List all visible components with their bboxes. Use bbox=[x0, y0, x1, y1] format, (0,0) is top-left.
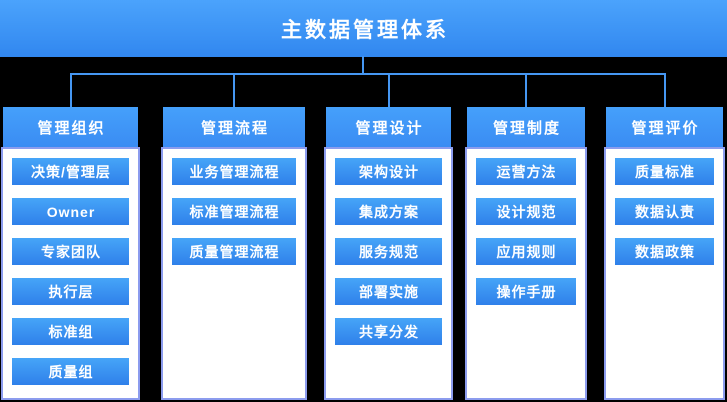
column-panel: 架构设计集成方案服务规范部署实施共享分发 bbox=[324, 147, 453, 400]
column-item: 集成方案 bbox=[335, 198, 442, 225]
column-header: 管理制度 bbox=[467, 107, 585, 147]
column-header-label: 管理制度 bbox=[492, 119, 561, 137]
column-header: 管理流程 bbox=[163, 107, 305, 147]
connector-drop bbox=[70, 73, 72, 107]
column-item: 决策/管理层 bbox=[12, 158, 129, 185]
column-header: 管理设计 bbox=[326, 107, 451, 147]
column-item: 质量管理流程 bbox=[172, 238, 296, 265]
column-panel: 业务管理流程标准管理流程质量管理流程 bbox=[161, 147, 307, 400]
column-item: 架构设计 bbox=[335, 158, 442, 185]
column-item: 数据政策 bbox=[615, 238, 714, 265]
column-item: 专家团队 bbox=[12, 238, 129, 265]
column-item: 质量标准 bbox=[615, 158, 714, 185]
connector-drop bbox=[525, 73, 527, 107]
column-item-label: 服务规范 bbox=[359, 243, 419, 260]
connector-stem bbox=[362, 56, 364, 74]
column-item-label: 集成方案 bbox=[359, 203, 419, 220]
column-item-label: 质量管理流程 bbox=[189, 243, 280, 260]
column-header-label: 管理评价 bbox=[631, 119, 700, 137]
column-header: 管理评价 bbox=[606, 107, 723, 147]
column-header-label: 管理流程 bbox=[200, 119, 269, 137]
column-item: 执行层 bbox=[12, 278, 129, 305]
column-item: 服务规范 bbox=[335, 238, 442, 265]
column-panel: 决策/管理层 Owner 专家团队执行层标准组质量组 bbox=[1, 147, 140, 400]
column-panel: 运营方法设计规范应用规则操作手册 bbox=[465, 147, 587, 400]
column-item: 共享分发 bbox=[335, 318, 442, 345]
column-2: 管理流程业务管理流程标准管理流程质量管理流程 bbox=[161, 107, 307, 400]
column-item: 数据认责 bbox=[615, 198, 714, 225]
column-item-label: 标准管理流程 bbox=[189, 203, 280, 220]
column-item: 应用规则 bbox=[476, 238, 576, 265]
connector-drop bbox=[388, 73, 390, 107]
column-1: 管理组织决策/管理层 Owner 专家团队执行层标准组质量组 bbox=[1, 107, 140, 400]
column-item: 标准管理流程 bbox=[172, 198, 296, 225]
column-header: 管理组织 bbox=[3, 107, 138, 147]
column-panel: 质量标准数据认责数据政策 bbox=[604, 147, 725, 400]
column-item-label: 执行层 bbox=[48, 283, 94, 300]
column-item-label: 业务管理流程 bbox=[189, 163, 280, 180]
column-item: 标准组 bbox=[12, 318, 129, 345]
column-item: Owner bbox=[12, 198, 129, 225]
column-item-label: 设计规范 bbox=[496, 203, 557, 220]
column-item-label: 数据认责 bbox=[635, 203, 695, 220]
column-item: 设计规范 bbox=[476, 198, 576, 225]
column-item: 操作手册 bbox=[476, 278, 576, 305]
column-item-label: 应用规则 bbox=[496, 243, 557, 260]
column-header-label: 管理组织 bbox=[37, 119, 106, 137]
column-item-label: 专家团队 bbox=[41, 243, 101, 260]
column-item-label: 部署实施 bbox=[359, 283, 419, 300]
connector-drop bbox=[664, 73, 666, 107]
column-item-label: 标准组 bbox=[48, 323, 94, 340]
chart-title: 主数据管理体系 bbox=[281, 18, 449, 42]
column-item: 质量组 bbox=[12, 358, 129, 385]
column-header-label: 管理设计 bbox=[355, 119, 424, 137]
column-4: 管理制度运营方法设计规范应用规则操作手册 bbox=[465, 107, 587, 400]
column-item-label: 质量组 bbox=[48, 363, 94, 380]
column-item: 运营方法 bbox=[476, 158, 576, 185]
column-item-label: 操作手册 bbox=[496, 283, 557, 300]
column-item: 业务管理流程 bbox=[172, 158, 296, 185]
column-item-label: 决策/管理层 bbox=[31, 163, 111, 180]
column-item-label: 架构设计 bbox=[359, 163, 419, 180]
connector-horizontal bbox=[70, 73, 666, 75]
column-item-label: 质量标准 bbox=[635, 163, 695, 180]
column-3: 管理设计架构设计集成方案服务规范部署实施共享分发 bbox=[324, 107, 453, 400]
chart-title-bar: 主数据管理体系 bbox=[0, 0, 727, 57]
column-item: 部署实施 bbox=[335, 278, 442, 305]
column-item-label: Owner bbox=[46, 203, 96, 220]
connector-drop bbox=[233, 73, 235, 107]
column-item-label: 运营方法 bbox=[496, 163, 557, 180]
column-item-label: 共享分发 bbox=[359, 323, 419, 340]
column-5: 管理评价质量标准数据认责数据政策 bbox=[604, 107, 725, 400]
column-item-label: 数据政策 bbox=[635, 243, 695, 260]
